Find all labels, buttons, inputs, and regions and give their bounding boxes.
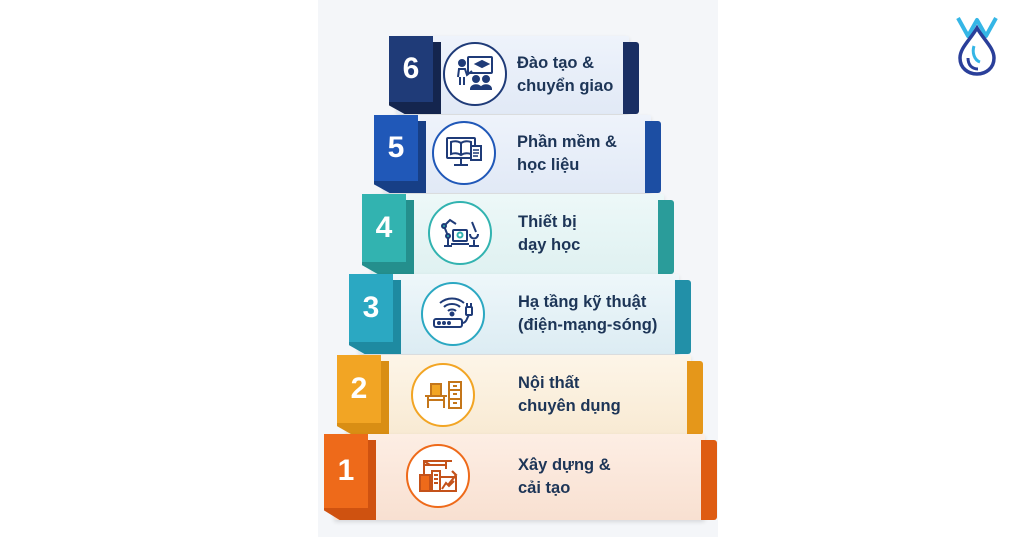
step-2: 2 Nội thất chuyên dụng: [337, 355, 703, 435]
step-card: [372, 194, 664, 274]
step-label-line1: Xây dựng &: [518, 456, 611, 474]
step-label: Đào tạo & chuyển giao: [517, 36, 613, 114]
step-label-line2: dạy học: [518, 236, 581, 254]
step-5: 5 Phần mềm & học liệu: [374, 115, 661, 193]
step-side: [675, 280, 691, 354]
step-side: [623, 42, 639, 114]
desk-cabinet-icon: [411, 363, 475, 427]
step-number: 1: [337, 454, 355, 487]
step-label: Hạ tầng kỹ thuật (điện-mạng-sóng): [518, 274, 657, 354]
step-label-line2: cải tạo: [518, 479, 571, 497]
monitor-book-icon: [432, 121, 496, 185]
wifi-router-plug-icon: [421, 282, 485, 346]
step-label-line2: chuyên dụng: [518, 397, 621, 415]
step-card: [359, 274, 679, 354]
step-label: Phần mềm & học liệu: [517, 115, 617, 193]
step-number: 3: [362, 291, 380, 324]
step-side: [658, 200, 674, 274]
step-number-badge: 3: [349, 274, 393, 342]
construction-blueprint-icon: [406, 444, 470, 508]
step-number: 4: [375, 211, 393, 244]
step-label: Thiết bị dạy học: [518, 194, 580, 274]
brand-logo-icon: [952, 14, 1002, 76]
step-number-badge: 1: [324, 434, 368, 508]
step-card: [384, 115, 651, 193]
step-label-line1: Phần mềm &: [517, 133, 617, 151]
step-number-badge: 5: [374, 115, 418, 181]
step-label: Xây dựng & cải tạo: [518, 434, 611, 520]
step-number-badge: 4: [362, 194, 406, 262]
teacher-training-icon: [443, 42, 507, 106]
step-card: [347, 355, 691, 435]
step-side: [687, 361, 703, 435]
step-4: 4 Thiết bị dạy học: [362, 194, 674, 274]
step-label-line2: chuyển giao: [517, 77, 614, 95]
step-label-line1: Đào tạo &: [517, 54, 595, 72]
step-number-badge: 2: [337, 355, 381, 423]
step-1: 1 Xây dựng & cải tạo: [324, 434, 717, 520]
step-label-line2: (điện-mạng-sóng): [518, 316, 658, 334]
step-label-line1: Nội thất: [518, 374, 580, 392]
step-number: 6: [402, 52, 420, 85]
step-label: Nội thất chuyên dụng: [518, 355, 621, 435]
step-label-line1: Hạ tầng kỹ thuật: [518, 293, 647, 311]
step-number: 2: [350, 372, 368, 405]
step-3: 3 Hạ tầng kỹ thuật (điện-mạng-sóng): [349, 274, 691, 354]
step-side: [645, 121, 661, 193]
step-number-badge: 6: [389, 36, 433, 102]
step-label-line1: Thiết bị: [518, 213, 577, 231]
step-side: [701, 440, 717, 520]
robot-arm-microscope-icon: [428, 201, 492, 265]
step-number: 5: [387, 131, 405, 164]
step-label-line2: học liệu: [517, 156, 580, 174]
step-6: 6 Đào tạo & chuyển giao: [389, 36, 639, 114]
step-card: [334, 434, 705, 520]
